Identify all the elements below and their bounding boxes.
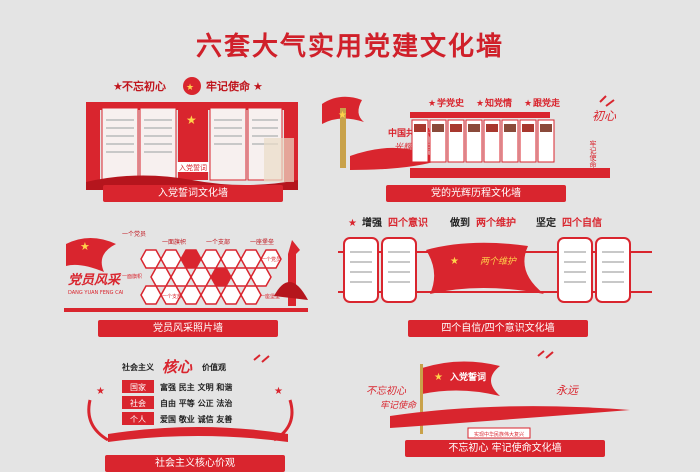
hex-label-3: 一个支部	[162, 293, 182, 300]
top-label-3: 一个支部	[206, 238, 230, 246]
tag-1: 学党史	[437, 97, 465, 109]
tag-2: 知党情	[484, 97, 512, 109]
history-wall-graphic: ★ 中国共产党 光辉历程 ★ 学党史 ★ 知党情 ★ 跟党走 初心 牢记使命	[322, 95, 617, 178]
label-chuxin: 初心	[592, 109, 617, 123]
svg-text:★: ★	[524, 99, 532, 109]
flag-icon	[422, 361, 500, 396]
label-mission: 牢记使命	[589, 139, 597, 169]
slogan-right: 牢记使命	[206, 79, 251, 93]
svg-text:★: ★	[338, 110, 347, 121]
svg-text:★: ★	[476, 99, 484, 109]
four-confidence-graphic: ★ 增强 四个意识 做到 两个维护 坚定 四个自信 ★ 两个维护	[338, 216, 652, 303]
headline-4: 两个维护	[476, 216, 516, 229]
svg-text:★: ★	[428, 99, 436, 109]
heading-right: 价值观	[202, 362, 226, 372]
panel-history-wall: ★ 中国共产党 光辉历程 ★ 学党史 ★ 知党情 ★ 跟党走 初心 牢记使命	[310, 78, 625, 198]
panel-oath-wall: ★ 不忘初心 ★ 牢记使命 ★ ★ 入党誓词	[78, 68, 308, 208]
row-label-1: 国家	[130, 382, 146, 392]
script-left-2: 牢记使命	[380, 400, 417, 411]
svg-text:★: ★	[113, 80, 123, 93]
flag-label: 入党誓词	[449, 371, 486, 383]
caption-mission-wall: 不忘初心 牢记使命文化墙	[405, 440, 605, 457]
script-right: 永远	[556, 384, 579, 397]
svg-text:★: ★	[450, 256, 459, 267]
flag-icon	[66, 238, 116, 272]
svg-text:★: ★	[253, 80, 263, 93]
hex-label-2: 一面旗帜	[122, 273, 142, 280]
row-values-2: 自由 平等 公正 法治	[160, 398, 232, 408]
panel-core-values-wall: 社会主义 核心 价值观 ★ ★ 国家 社会 个人 富强 民主 文明 和谐 自由 …	[78, 348, 318, 448]
hex-label-4: 一座堡垒	[260, 293, 280, 300]
svg-text:★: ★	[434, 372, 443, 383]
flag-icon	[426, 242, 544, 294]
svg-text:★: ★	[274, 386, 283, 397]
headline-3: 做到	[449, 216, 470, 229]
page-title: 六套大气实用党建文化墙	[195, 32, 504, 62]
row-label-3: 个人	[130, 415, 146, 424]
svg-text:★: ★	[80, 240, 90, 253]
top-label-1: 一个党员	[122, 230, 146, 238]
oath-wall-graphic: ★ 不忘初心 ★ 牢记使命 ★ ★ 入党誓词	[86, 77, 298, 190]
svg-text:★: ★	[186, 113, 197, 127]
caption-core-values-wall: 社会主义核心价观	[105, 455, 285, 472]
caption-history-wall: 党的光辉历程文化墙	[386, 185, 566, 202]
headline-6: 四个自信	[562, 216, 602, 229]
caption-four-confidence-wall: 四个自信/四个意识文化墙	[408, 320, 588, 337]
panel-member-wall: ★ 党员风采 DANG YUAN FENG CAI 一个党员 一面旗帜 一个支部…	[60, 226, 310, 316]
core-values-graphic: 社会主义 核心 价值观 ★ ★ 国家 社会 个人 富强 民主 文明 和谐 自由 …	[87, 354, 294, 442]
headline-2: 四个意识	[388, 216, 428, 229]
svg-text:★: ★	[96, 386, 105, 397]
heading-big: 核心	[162, 358, 193, 376]
slogan-left: 不忘初心	[122, 79, 166, 93]
ribbon-text: 实现中华民族伟大复兴	[474, 431, 524, 438]
mission-wall-graphic: ★ 入党誓词 不忘初心 牢记使命 永远 实现中华民族伟大复兴	[366, 350, 630, 439]
script-left: 不忘初心	[366, 385, 407, 397]
panel-original-mission-wall: ★ 入党誓词 不忘初心 牢记使命 永远 实现中华民族伟大复兴	[350, 346, 650, 446]
tag-3: 跟党走	[533, 97, 560, 109]
headline-1: 增强	[362, 216, 382, 229]
headline-5: 坚定	[536, 216, 556, 229]
star-icon: ★	[348, 218, 357, 229]
row-label-2: 社会	[130, 398, 146, 408]
brand-pinyin: DANG YUAN FENG CAI	[68, 290, 123, 296]
top-label-4: 一座堡垒	[250, 238, 274, 246]
caption-member-wall: 党员风采照片墙	[98, 320, 278, 337]
oath-label: 入党誓词	[179, 163, 207, 172]
party-emblem-icon	[183, 77, 201, 95]
row-values-3: 爱国 敬业 诚信 友善	[160, 414, 232, 424]
row-values-1: 富强 民主 文明 和谐	[160, 382, 232, 392]
caption-oath-wall: 入党誓词文化墙	[103, 185, 283, 202]
top-label-2: 一面旗帜	[162, 238, 186, 246]
heading-left: 社会主义	[121, 362, 155, 372]
emblem-star-icon: ★	[186, 83, 194, 93]
brand-title: 党员风采	[68, 272, 122, 288]
flag-label: 两个维护	[480, 256, 517, 267]
hex-label-1: 一个党员	[261, 256, 281, 263]
member-wall-graphic: ★ 党员风采 DANG YUAN FENG CAI 一个党员 一面旗帜 一个支部…	[64, 230, 308, 312]
panel-four-confidence-wall: ★ 增强 四个意识 做到 两个维护 坚定 四个自信 ★ 两个维护	[330, 212, 660, 322]
